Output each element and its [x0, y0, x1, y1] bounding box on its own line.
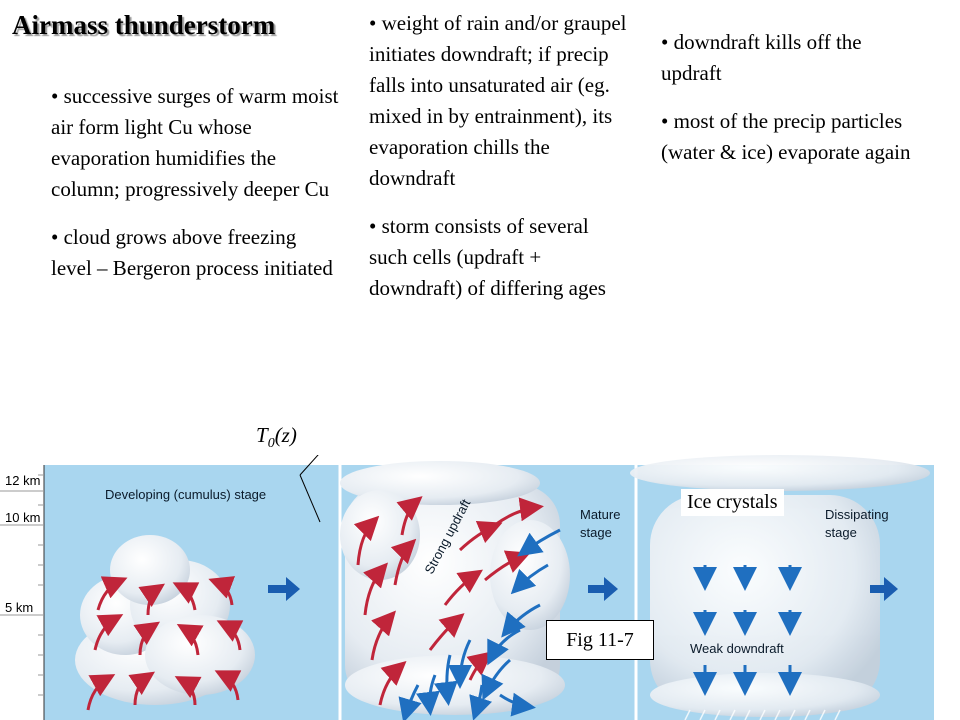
thunderstorm-stages-diagram: 12 km 10 km 5 km Developing (cumulus) st…	[0, 455, 934, 720]
stage-transition-arrow-2	[588, 577, 618, 601]
altitude-axis: 12 km 10 km 5 km	[0, 473, 44, 696]
altitude-label-5km: 5 km	[5, 600, 33, 615]
figure-label: Fig 11-7	[546, 620, 654, 660]
mature-stage-label-line2: stage	[580, 525, 612, 540]
developing-stage-panel: Developing (cumulus) stage	[75, 487, 300, 711]
bullet-bergeron: • cloud grows above freezing level – Ber…	[51, 225, 333, 280]
ice-crystals-label: Ice crystals	[681, 489, 784, 516]
bullet-downdraft: • weight of rain and/or graupel initiate…	[369, 11, 627, 190]
t0-label: T0(z)	[256, 423, 297, 452]
altitude-label-12km: 12 km	[5, 473, 40, 488]
stage-transition-arrow-3	[870, 577, 898, 601]
dissipating-stage-panel: Dissipating stage Weak downdraft	[630, 455, 930, 720]
text-column-left: • successive surges of warm moist air fo…	[51, 81, 341, 301]
slide-title: Airmass thunderstorm	[12, 10, 276, 40]
bullet-surges: • successive surges of warm moist air fo…	[51, 84, 339, 201]
mature-cloud	[340, 461, 570, 715]
t0-pointer-lines	[299, 455, 321, 523]
bullet-kills-updraft: • downdraft kills off the updraft	[661, 30, 862, 85]
updraft-arrows-developing	[86, 576, 244, 711]
stage-transition-arrow-1	[268, 577, 300, 601]
precip-streaks	[684, 709, 841, 720]
downdraft-arrows-mature	[398, 528, 561, 720]
bullet-cells: • storm consists of several such cells (…	[369, 214, 606, 300]
dissipating-stage-label-line2: stage	[825, 525, 857, 540]
mature-stage-label-line1: Mature	[580, 507, 620, 522]
updraft-arrows-mature	[353, 496, 544, 706]
downdraft-arrows-dissipating	[693, 565, 802, 696]
developing-stage-label: Developing (cumulus) stage	[105, 487, 266, 502]
mature-stage-panel: Mature stage Strong updraft	[340, 461, 620, 720]
dissipating-stage-label-line1: Dissipating	[825, 507, 889, 522]
altitude-label-10km: 10 km	[5, 510, 40, 525]
weak-downdraft-label: Weak downdraft	[690, 641, 784, 656]
bullet-evaporate: • most of the precip particles (water & …	[661, 109, 911, 164]
text-column-right: • downdraft kills off the updraft • most…	[661, 27, 921, 185]
text-column-middle: • weight of rain and/or graupel initiate…	[369, 8, 631, 321]
